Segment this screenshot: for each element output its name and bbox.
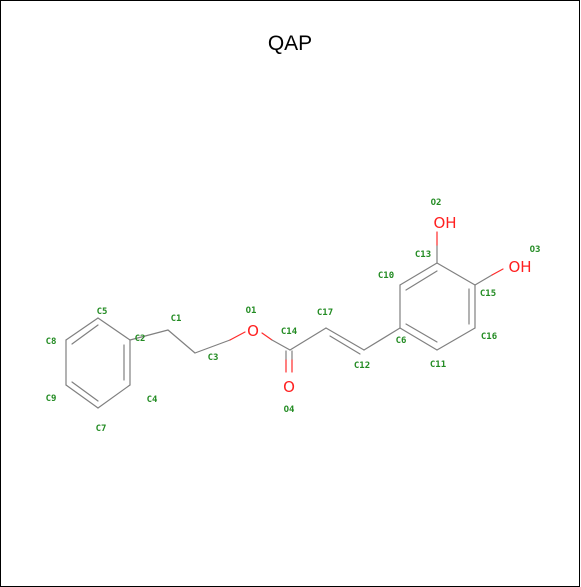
atom-label-o4: O4 xyxy=(284,405,295,415)
atom-label-c14: C14 xyxy=(281,327,298,337)
hydroxyl-bonds xyxy=(436,231,504,286)
atom-label-c6: C6 xyxy=(396,336,407,346)
molecule-title: QAP xyxy=(268,32,312,55)
atom-label-c4: C4 xyxy=(147,395,158,405)
ester-oxygen: O xyxy=(247,322,259,340)
atom-label-c3: C3 xyxy=(208,353,219,363)
atom-label-c10: C10 xyxy=(378,271,394,281)
atom-label-c8: C8 xyxy=(46,337,57,347)
atom-label-c17: C17 xyxy=(317,308,333,318)
atom-label-c16: C16 xyxy=(481,332,497,342)
atom-label-c5: C5 xyxy=(97,307,108,317)
alkene-chain xyxy=(289,327,401,355)
atom-label-o2: O2 xyxy=(431,198,442,208)
atom-label-c12: C12 xyxy=(354,361,370,371)
hydroxyl-oxygen-2: OH xyxy=(433,214,456,232)
atom-label-c15: C15 xyxy=(480,289,496,299)
atom-label-c13: C13 xyxy=(415,250,431,260)
atom-label-c9: C9 xyxy=(46,394,57,404)
phenyl-ring xyxy=(65,317,131,409)
catechol-ring xyxy=(399,262,476,351)
carbonyl xyxy=(285,350,293,373)
atom-label-c1: C1 xyxy=(171,314,182,324)
hydroxyl-oxygen-3: OH xyxy=(508,258,531,276)
ethyl-chain xyxy=(129,329,291,354)
carbonyl-oxygen: O xyxy=(283,378,295,396)
atom-label-c2: C2 xyxy=(135,334,146,344)
atom-label-c7: C7 xyxy=(96,424,107,434)
atom-label-o3: O3 xyxy=(530,245,541,255)
atom-label-o1: O1 xyxy=(246,306,257,316)
atom-label-c11: C11 xyxy=(430,360,446,370)
